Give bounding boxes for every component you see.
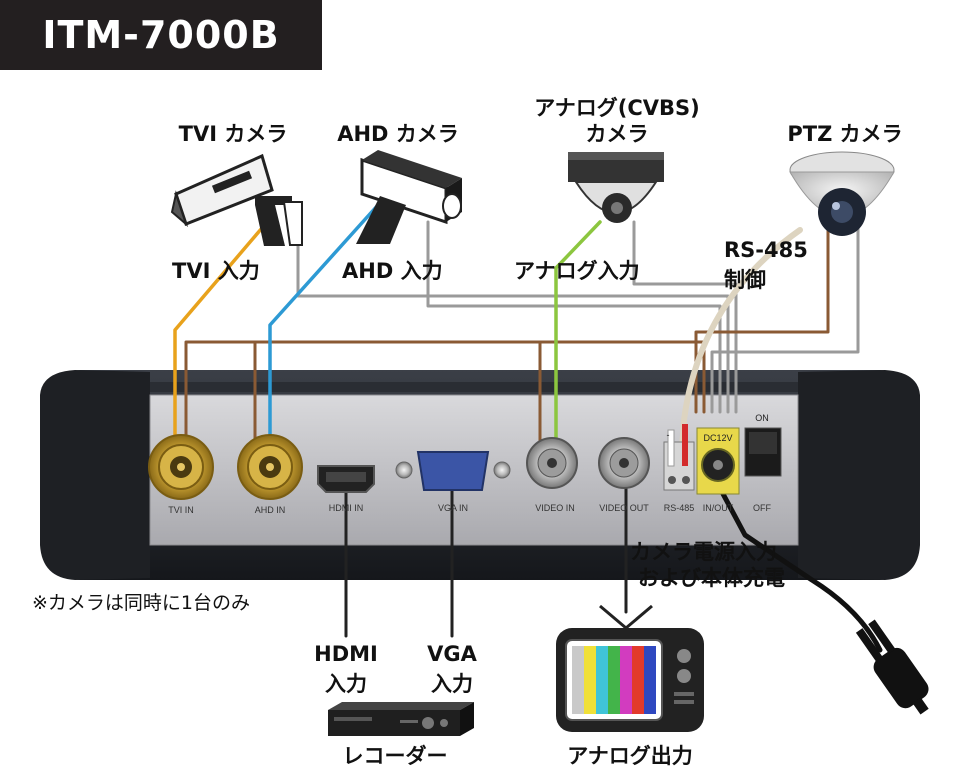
analog-camera-label-line2: カメラ [585,122,649,146]
dc12v-label: DC12V [703,433,732,443]
ahd-in-label: AHD IN [255,505,286,515]
dc-jack[interactable]: DC12V IN/OUT [696,427,740,513]
cable-analog-power [632,220,738,414]
analog-camera-label-line1: アナログ(CVBS) [534,96,700,120]
hdmi-in-port[interactable]: HDMI IN [317,465,375,513]
power-label-line1: カメラ電源入力 [630,540,777,564]
cable-analog [554,220,602,464]
video-out-port[interactable]: VIDEO OUT [598,437,650,513]
cable-tvi [173,226,264,464]
ahd-camera-icon [356,150,462,244]
recorder-label: レコーダー [342,744,448,768]
cable-tvi-power [296,243,730,414]
vga-in-port[interactable]: VGA IN [395,451,511,513]
hdmi-in-label: HDMI IN [329,503,364,513]
title-banner [0,0,322,70]
vga-output-label-line1: VGA [427,642,477,666]
tvi-in-label: TVI IN [168,505,194,515]
power-switch[interactable]: ON OFF [744,413,782,513]
vga-output-label-line2: 入力 [431,672,473,696]
power-plug-icon [855,619,929,715]
cables [173,203,883,653]
video-out-label: VIDEO OUT [599,503,649,513]
rs485-terminal[interactable]: - RS-485 [663,424,695,513]
rs485-control-label-line1: RS-485 [724,238,808,262]
cable-ahd-power [426,220,722,414]
ahd-in-port[interactable]: AHD IN [237,434,303,515]
switch-off-label: OFF [753,503,771,513]
rs485-control-label-line2: 制御 [724,268,766,292]
cable-power-cord [719,489,883,653]
vga-in-label: VGA IN [438,503,468,513]
dc-in-out-label: IN/OUT [703,503,734,513]
video-in-label: VIDEO IN [535,503,575,513]
switch-on-label: ON [755,413,769,423]
hdmi-output-label-line2: 入力 [325,672,367,696]
tvi-in-port[interactable]: TVI IN [148,434,214,515]
ahd-camera-label: AHD カメラ [337,122,459,146]
camera-note: ※カメラは同時に1台のみ [32,592,251,614]
cable-ptz-power [710,213,860,414]
product-title: ITM-7000B [42,13,280,57]
analog-output-label: アナログ出力 [567,744,693,768]
hdmi-output-label-line1: HDMI [314,642,378,666]
tvi-camera-label: TVI カメラ [178,122,288,146]
cable-brown-1 [184,340,706,467]
ptz-camera-label: PTZ カメラ [787,122,903,146]
analog-camera-icon [568,152,664,223]
tvi-input-label: TVI 入力 [172,259,260,283]
power-label-line2: および本体充電 [638,566,785,590]
recorder-icon [328,702,474,736]
svg-text:-: - [667,430,670,440]
rs485-label: RS-485 [664,503,695,513]
ptz-camera-icon [789,151,895,236]
tv-icon [556,604,704,732]
ahd-input-label: AHD 入力 [342,259,443,283]
video-in-port[interactable]: VIDEO IN [526,437,578,513]
cable-rs485 [677,227,803,481]
tvi-camera-icon [170,153,303,246]
cable-ahd [268,203,380,464]
analog-input-label: アナログ入力 [514,259,640,283]
